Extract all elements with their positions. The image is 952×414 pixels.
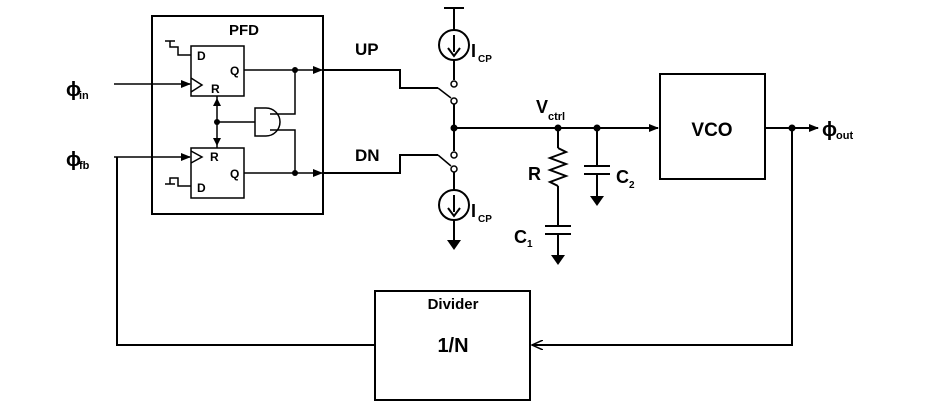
ground-icon xyxy=(447,240,461,250)
resistor-r-icon xyxy=(547,147,569,187)
up-label: UP xyxy=(355,40,379,59)
c1-subscript: 1 xyxy=(527,239,533,250)
icp-bot-subscript: CP xyxy=(478,214,492,225)
phi-in-symbol: ϕ xyxy=(66,79,81,101)
icp-top-label: I xyxy=(471,41,476,61)
ff-top-d-label: D xyxy=(197,49,206,63)
dn-wire xyxy=(322,154,438,174)
vctrl-subscript: ctrl xyxy=(548,111,565,123)
input-phi-fb: ϕ fb xyxy=(66,149,191,172)
feedback-wire-to-pfd xyxy=(116,157,375,346)
dn-switch-icon xyxy=(437,154,452,167)
c1-label: C xyxy=(514,227,527,247)
ff-bot-d-label: D xyxy=(197,181,206,195)
loop-filter: R C 1 C 2 xyxy=(514,124,635,265)
ff-top-q-label: Q xyxy=(230,64,239,78)
ground-icon xyxy=(551,255,565,265)
r-label: R xyxy=(528,164,541,184)
phi-fb-subscript: fb xyxy=(79,160,90,172)
vco-label: VCO xyxy=(691,120,732,141)
divider-block: Divider 1/N xyxy=(374,290,531,401)
ff-top-r-label: R xyxy=(211,82,220,96)
up-wire xyxy=(322,69,438,89)
clock-triangle-icon xyxy=(190,150,204,164)
ff-top-d-tie xyxy=(169,41,191,56)
flip-flop-bottom: R Q D xyxy=(165,147,245,199)
ff-bot-r-label: R xyxy=(210,150,219,164)
clock-triangle-icon xyxy=(190,77,204,93)
icp-top-subscript: CP xyxy=(478,54,492,65)
ground-icon xyxy=(590,196,604,206)
input-phi-in: ϕ in xyxy=(66,79,191,102)
and-gate xyxy=(254,107,281,137)
icp-bot-label: I xyxy=(471,201,476,221)
dn-label: DN xyxy=(355,146,380,165)
feedback-wire-to-divider xyxy=(532,128,793,345)
vctrl-label: V xyxy=(536,97,548,117)
divider-title: Divider xyxy=(428,296,479,313)
up-switch-icon xyxy=(437,87,452,99)
divider-ratio: 1/N xyxy=(437,335,468,357)
pfd-title: PFD xyxy=(229,22,259,39)
phi-out-symbol: ϕ xyxy=(822,119,837,141)
phi-in-subscript: in xyxy=(79,90,89,102)
pfd-block: PFD D Q R R Q D xyxy=(151,15,324,215)
vco-block: VCO xyxy=(659,73,766,180)
charge-pump: I CP I CP xyxy=(437,7,492,250)
c2-subscript: 2 xyxy=(629,180,635,191)
ff-bot-q-label: Q xyxy=(230,167,239,181)
flip-flop-top: D Q R xyxy=(165,40,245,97)
phi-out-subscript: out xyxy=(836,130,853,142)
phi-fb-symbol: ϕ xyxy=(66,149,81,171)
c2-label: C xyxy=(616,167,629,187)
